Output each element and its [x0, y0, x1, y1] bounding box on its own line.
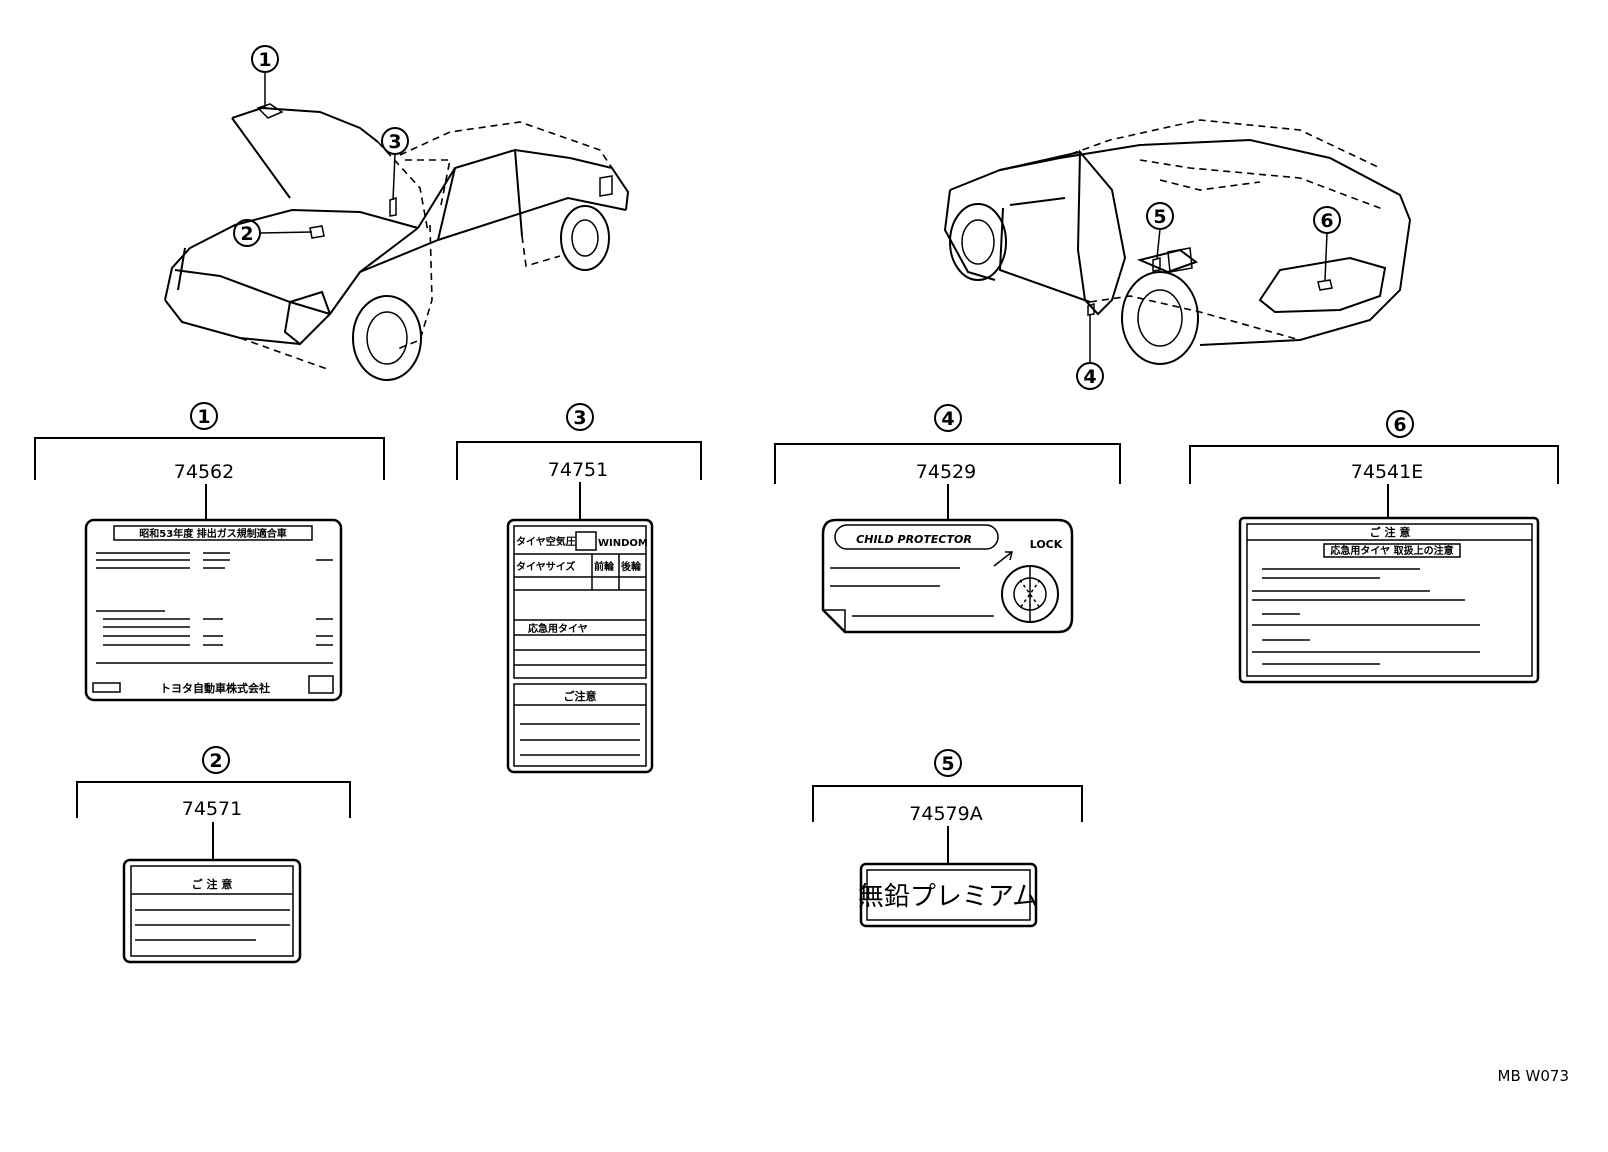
- label-74571-title: ご 注 意: [192, 877, 233, 891]
- part-3-group: 3 74751 タイヤ空気圧 WINDOM タイヤサイズ 前輪 後輪 応急用タイ…: [456, 403, 702, 774]
- label-74751-front: 前輪: [594, 560, 615, 573]
- part-5-group: 5 74579A 無鉛プレミアム: [812, 749, 1083, 928]
- marker-3-text: 3: [388, 131, 401, 153]
- label-74541E-title: ご 注 意: [1370, 525, 1411, 539]
- part-6-group: 6 74541E ご 注 意 応急用タイヤ 取扱上の注意: [1189, 410, 1559, 684]
- part-4-group: 4 74529 CHILD PROTECTOR LOCK: [774, 404, 1121, 634]
- marker-5-car: 5: [1146, 202, 1174, 259]
- marker-3-car: 3: [381, 127, 409, 201]
- label-74529: CHILD PROTECTOR LOCK: [821, 518, 1074, 634]
- rear-car-illustration: [943, 119, 1412, 365]
- label-74562-header: 昭和53年度 排出ガス規制適合車: [139, 527, 286, 540]
- label-74541E-subtitle: 応急用タイヤ 取扱上の注意: [1330, 544, 1453, 557]
- drawing-code: MB W073: [1498, 1067, 1569, 1085]
- marker-2-car: 2: [233, 219, 313, 247]
- marker-1-car: 1: [251, 45, 279, 108]
- part-4-marker: 4: [941, 408, 954, 430]
- marker-6-car: 6: [1313, 206, 1341, 281]
- marker-4-text: 4: [1083, 366, 1096, 388]
- part-3-marker: 3: [573, 407, 586, 429]
- label-74562: 昭和53年度 排出ガス規制適合車 トヨタ自動車株式会社: [84, 518, 343, 702]
- label-74579A: 無鉛プレミアム: [858, 862, 1038, 928]
- label-74751-pressure: タイヤ空気圧: [516, 535, 576, 548]
- label-74579A-text: 無鉛プレミアム: [858, 882, 1038, 912]
- marker-5-text: 5: [1153, 206, 1166, 228]
- part-number-74579A: 74579A: [909, 803, 982, 825]
- part-5-marker: 5: [941, 753, 954, 775]
- label-74751-model: WINDOM: [598, 538, 648, 549]
- label-74529-lock: LOCK: [1030, 538, 1063, 551]
- front-car-illustration: [164, 103, 630, 381]
- part-number-74562: 74562: [174, 461, 234, 483]
- part-1-group: 1 74562 昭和53年度 排出ガス規制適合車: [34, 402, 385, 702]
- label-74751-rear: 後輪: [621, 560, 642, 573]
- part-2-group: 2 74571 ご 注 意: [76, 746, 351, 964]
- part-1-marker: 1: [197, 406, 210, 428]
- part-6-marker: 6: [1393, 414, 1406, 436]
- part-number-74541E: 74541E: [1351, 461, 1423, 483]
- marker-4-car: 4: [1076, 314, 1104, 390]
- label-74541E: ご 注 意 応急用タイヤ 取扱上の注意: [1238, 516, 1540, 684]
- part-number-74751: 74751: [548, 459, 608, 481]
- part-number-74529: 74529: [916, 461, 976, 483]
- label-74751-size: タイヤサイズ: [516, 560, 575, 573]
- marker-6-text: 6: [1320, 210, 1333, 232]
- label-74571: ご 注 意: [122, 858, 302, 964]
- label-74529-title: CHILD PROTECTOR: [856, 533, 972, 546]
- label-74751-caution: ご注意: [564, 689, 597, 703]
- part-number-74571: 74571: [182, 798, 242, 820]
- label-74751: タイヤ空気圧 WINDOM タイヤサイズ 前輪 後輪 応急用タイヤ ご注意: [506, 518, 654, 774]
- label-74562-footer: トヨタ自動車株式会社: [160, 681, 270, 695]
- marker-2-text: 2: [240, 223, 253, 245]
- part-2-marker: 2: [209, 750, 222, 772]
- marker-1-text: 1: [258, 49, 271, 71]
- label-74751-spare: 応急用タイヤ: [528, 622, 588, 635]
